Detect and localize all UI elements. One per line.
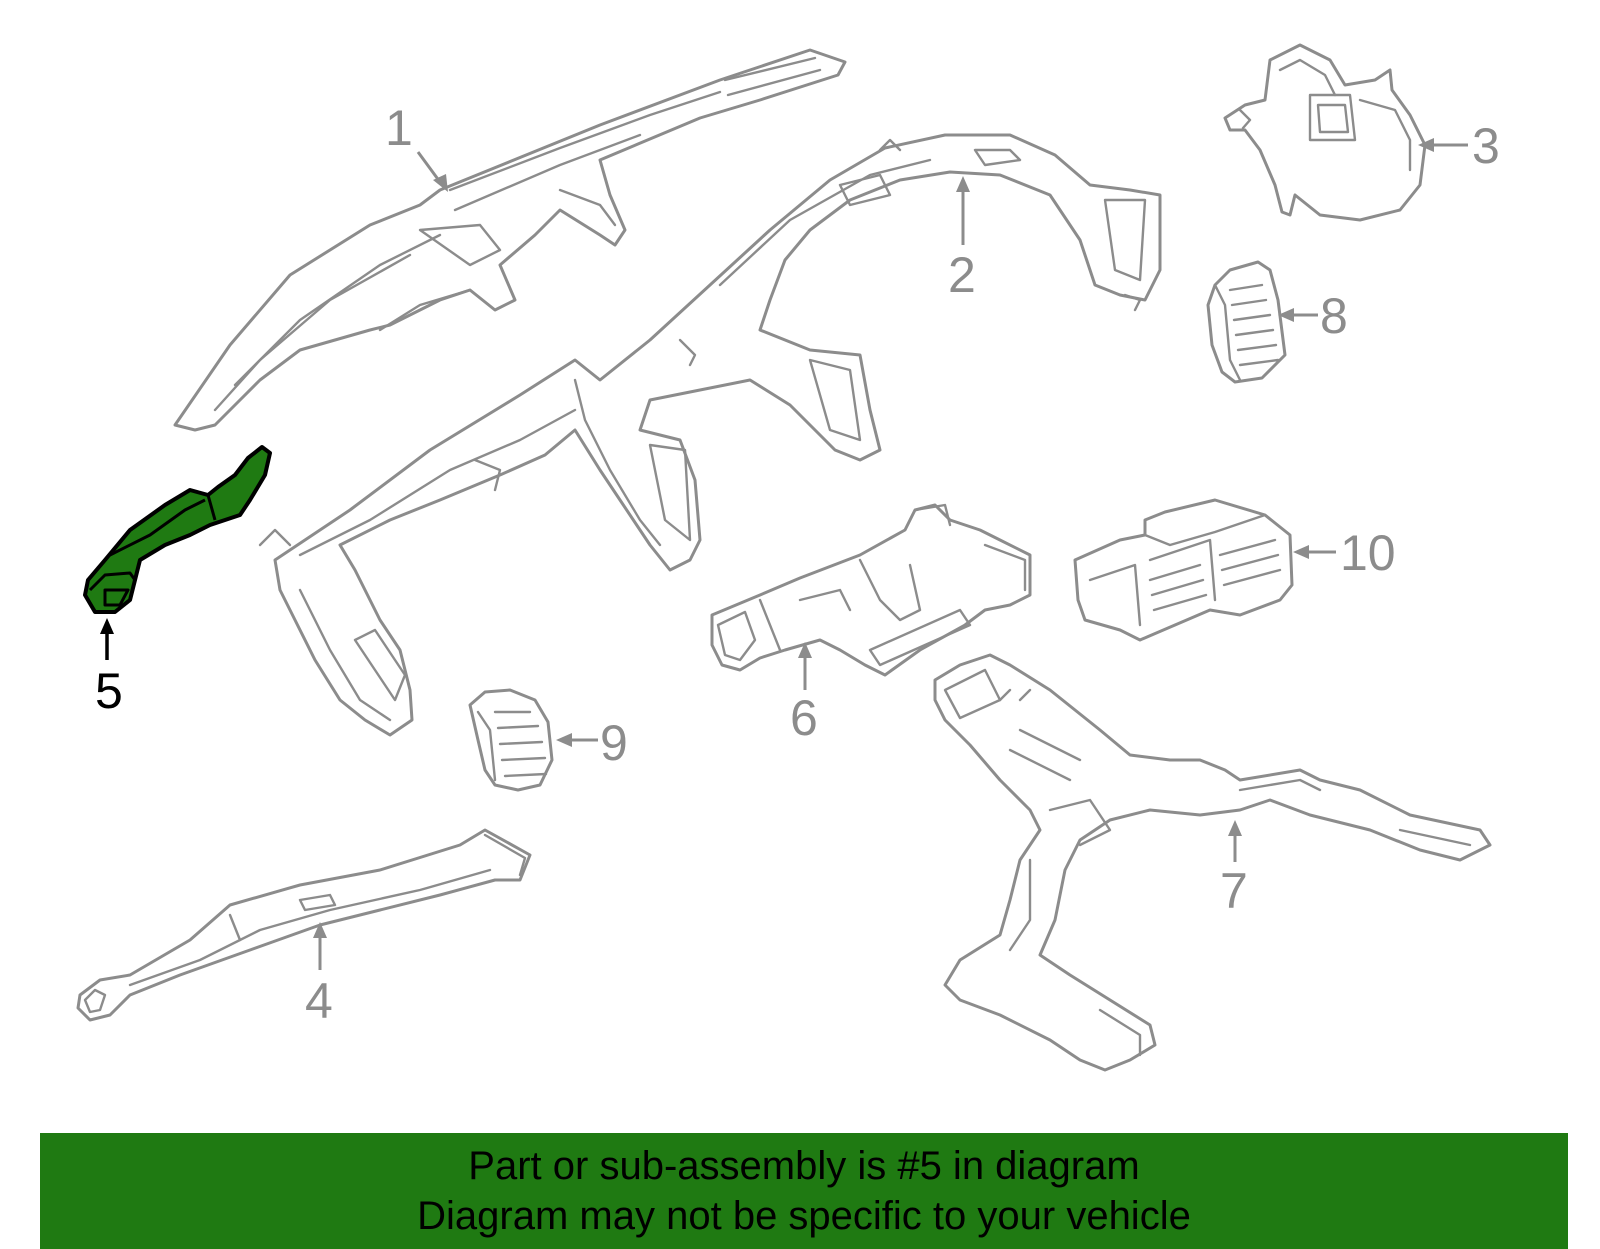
part-6-center-duct[interactable]	[710, 503, 1032, 677]
banner-line-2: Diagram may not be specific to your vehi…	[417, 1194, 1191, 1238]
callout-3: 3	[1418, 118, 1500, 174]
part-3-side-vent-housing[interactable]	[1223, 43, 1427, 222]
callout-10: 10	[1293, 525, 1396, 581]
callout-2: 2	[948, 176, 976, 303]
part-8-vent[interactable]	[1206, 260, 1287, 384]
part-1-defroster-duct[interactable]	[173, 48, 847, 432]
callout-label-8: 8	[1320, 288, 1348, 344]
callout-label-10: 10	[1340, 525, 1396, 581]
callout-label-3: 3	[1472, 118, 1500, 174]
banner-line-1: Part or sub-assembly is #5 in diagram	[468, 1144, 1140, 1188]
callout-label-6: 6	[790, 690, 818, 746]
callout-4: 4	[305, 922, 333, 1029]
callout-5: 5	[95, 618, 123, 719]
callout-label-5: 5	[95, 663, 123, 719]
callout-label-4: 4	[305, 973, 333, 1029]
callout-6: 6	[790, 642, 818, 746]
callout-label-7: 7	[1220, 863, 1248, 919]
callout-label-1: 1	[385, 100, 413, 156]
callout-7: 7	[1220, 820, 1248, 919]
part-9-vent[interactable]	[468, 688, 554, 792]
part-7-floor-duct[interactable]	[933, 653, 1492, 1072]
callout-8: 8	[1278, 288, 1348, 344]
info-banner: Part or sub-assembly is #5 in diagram Di…	[40, 1133, 1568, 1249]
part-4-lower-duct[interactable]	[76, 828, 532, 1022]
part-2-main-duct[interactable]	[258, 133, 1162, 737]
callout-label-9: 9	[600, 715, 628, 771]
callout-label-2: 2	[948, 247, 976, 303]
part-10-center-vent[interactable]	[1073, 498, 1294, 642]
callout-1: 1	[385, 100, 448, 192]
part-5-highlighted-duct[interactable]	[83, 445, 272, 614]
callout-9: 9	[556, 715, 628, 771]
